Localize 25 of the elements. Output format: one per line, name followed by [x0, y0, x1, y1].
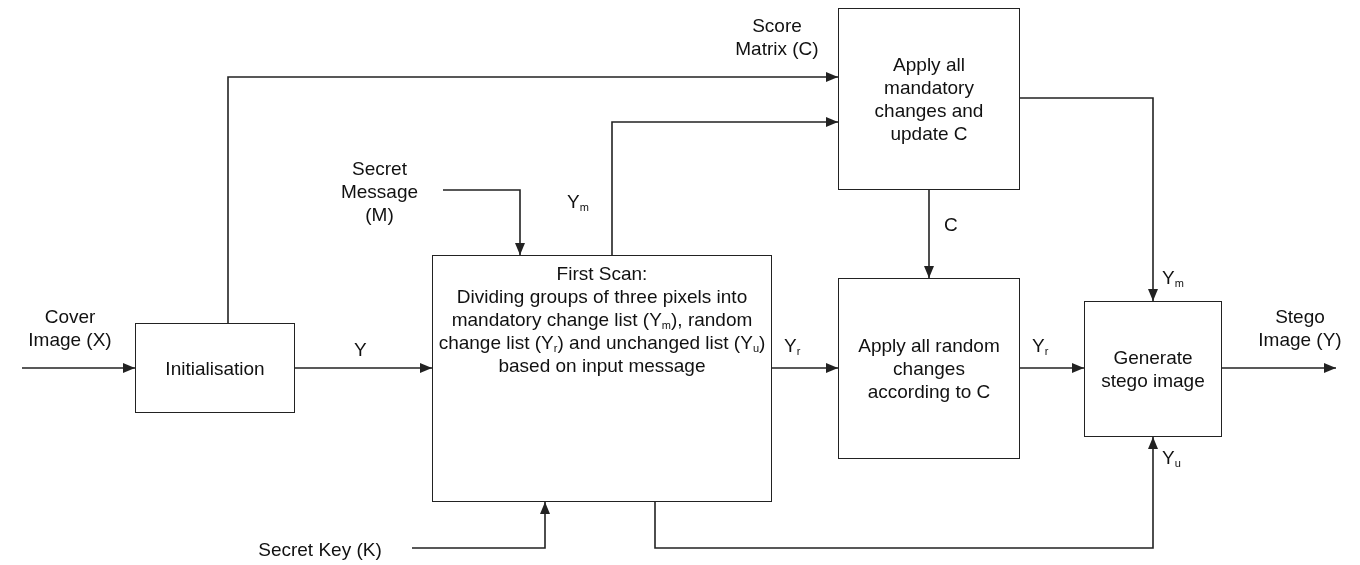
arrow: [1019, 363, 1085, 373]
box-text: Generate stego image: [1101, 346, 1205, 392]
arrow: [227, 72, 839, 324]
process-box: [135, 323, 295, 413]
box-text: Initialisation: [165, 356, 265, 380]
process-box: [838, 8, 1020, 190]
process-box: [432, 255, 772, 502]
process-box: [838, 278, 1020, 459]
arrow: [442, 189, 525, 256]
box-text: Apply all mandatory changes and update C: [873, 53, 985, 145]
arrow: [1221, 363, 1337, 373]
box-text: Apply all random changes according to C: [857, 334, 1001, 403]
arrow: [771, 363, 839, 373]
input-label: Secret Message (M): [339, 156, 420, 226]
arrow: [411, 501, 550, 549]
arrow: [1019, 97, 1158, 302]
arrow: [654, 436, 1158, 549]
box-heading: First Scan:: [556, 262, 648, 285]
input-label: Secret Key (K): [258, 537, 382, 561]
process-box: [1084, 301, 1222, 437]
box-text: Dividing groups of three pixels into mandatory change list (Y$_{m}$), random change list (Y$_{r}$) and unchanged list (Y$_{u}$) based on input message: [437, 285, 767, 377]
arrow: [294, 363, 433, 373]
arrow: [611, 117, 839, 256]
arrow: [924, 189, 934, 279]
arrow: [21, 363, 136, 373]
